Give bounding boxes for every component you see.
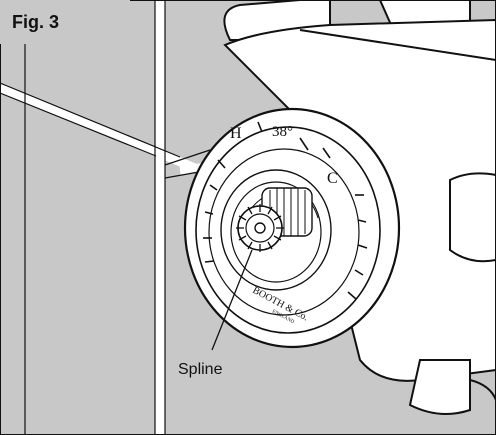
dial-ticks	[203, 121, 368, 300]
bottom-pipe-curve	[469, 379, 496, 401]
hot-mark: H	[230, 125, 242, 142]
gear-teeth	[236, 204, 284, 252]
spline-leader-line	[211, 249, 253, 351]
spline-callout: Spline	[178, 361, 223, 378]
dial-inner-ring	[208, 148, 360, 316]
temperature-dial: H 38° C BOOTH & Co. ENGLAND	[183, 107, 401, 349]
cold-mark: C	[327, 170, 338, 187]
figure-label: Fig. 3	[0, 0, 130, 44]
body-contour-line	[299, 29, 496, 61]
tile-edges	[0, 0, 211, 435]
side-fitting	[449, 172, 496, 263]
spline-gear	[236, 204, 284, 252]
gear-center-hole	[254, 222, 266, 234]
temperature-mark: 38°	[272, 124, 293, 140]
bottom-fitting	[408, 359, 471, 415]
grout-diagonal	[0, 83, 202, 175]
